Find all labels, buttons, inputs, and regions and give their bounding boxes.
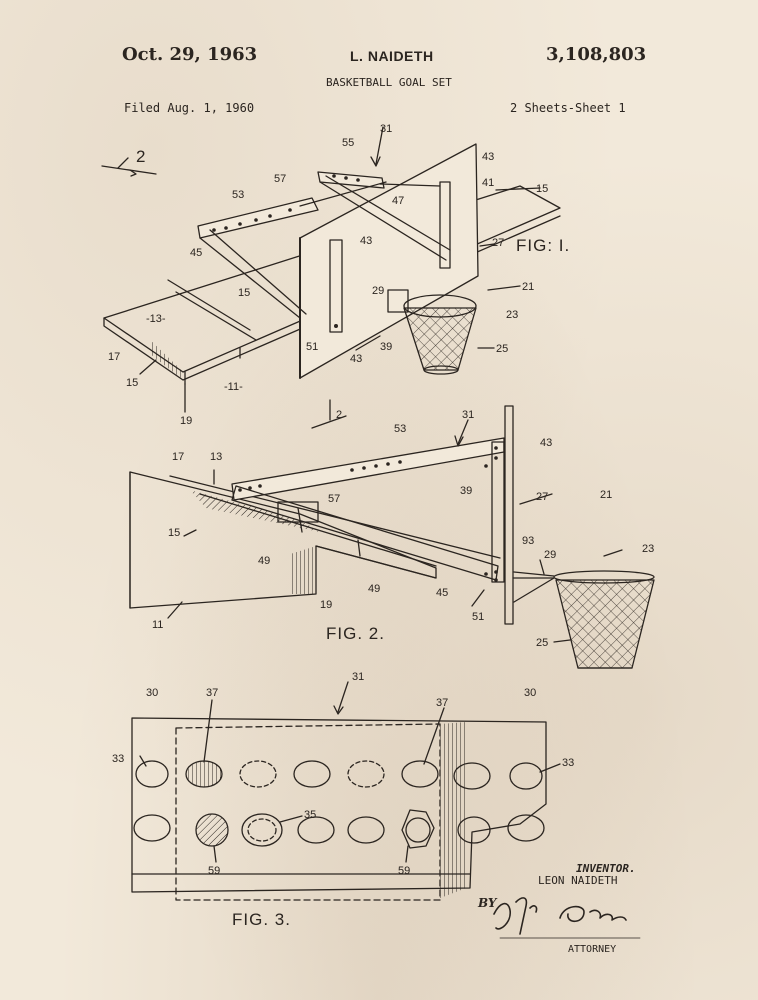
inventor-header: L. NAIDETH xyxy=(350,48,434,64)
ref-numeral: 43 xyxy=(360,235,372,247)
ref-numeral: 21 xyxy=(600,489,612,501)
figure-3-label: FIG. 3. xyxy=(232,910,291,929)
ref-numeral: 43 xyxy=(482,151,494,163)
ref-numeral: 33 xyxy=(562,757,574,769)
ref-numeral: 25 xyxy=(496,343,508,355)
ref-numeral: 27 xyxy=(492,237,504,249)
ref-numeral: 53 xyxy=(232,189,244,201)
section-mark: 2 xyxy=(336,409,342,421)
ref-numeral: 49 xyxy=(368,583,380,595)
ref-numeral: 30 xyxy=(524,687,536,699)
ref-numeral: 43 xyxy=(540,437,552,449)
ref-numeral: 57 xyxy=(328,493,340,505)
ref-numeral: 39 xyxy=(380,341,392,353)
ref-numeral: 51 xyxy=(472,611,484,623)
ref-numeral: 15 xyxy=(238,287,250,299)
ref-numeral: 93 xyxy=(522,535,534,547)
ref-numeral: 19 xyxy=(180,415,192,427)
ref-numeral: 35 xyxy=(304,809,316,821)
ref-numeral: 15 xyxy=(536,183,548,195)
patent-date: Oct. 29, 1963 xyxy=(122,44,258,65)
filed-date: Filed Aug. 1, 1960 xyxy=(124,101,255,115)
ref-numeral: 51 xyxy=(306,341,318,353)
ref-numeral: 57 xyxy=(274,173,286,185)
figure-2 xyxy=(129,405,655,669)
patent-number: 3,108,803 xyxy=(546,44,647,65)
ref-numeral: 17 xyxy=(108,351,120,363)
ref-numeral: 55 xyxy=(342,137,354,149)
ref-numeral: 19 xyxy=(320,599,332,611)
signature-block-art xyxy=(493,897,641,939)
ref-numeral: 59 xyxy=(398,865,410,877)
ref-numeral: 23 xyxy=(506,309,518,321)
ref-numeral: 45 xyxy=(190,247,202,259)
ref-numeral: 30 xyxy=(146,687,158,699)
ref-numeral: 43 xyxy=(350,353,362,365)
ref-numeral: 29 xyxy=(372,285,384,297)
ref-numeral: 39 xyxy=(460,485,472,497)
ref-numeral: 47 xyxy=(392,195,404,207)
ref-numeral: 31 xyxy=(462,409,474,421)
ref-numeral: 15 xyxy=(168,527,180,539)
inventor-label: INVENTOR. xyxy=(576,862,636,875)
ref-numeral: 25 xyxy=(536,637,548,649)
ref-numeral: 21 xyxy=(522,281,534,293)
ref-numeral: -11- xyxy=(224,381,243,393)
ref-numeral: 23 xyxy=(642,543,654,555)
ref-numeral: 33 xyxy=(112,753,124,765)
figure-1: 2 2 xyxy=(101,126,561,429)
figure-3 xyxy=(131,681,561,901)
by-label: BY xyxy=(478,896,497,910)
ref-numeral: 17 xyxy=(172,451,184,463)
attorney-label: ATTORNEY xyxy=(568,944,617,955)
ref-numeral: 45 xyxy=(436,587,448,599)
reference-numerals: 31 55 43 57 41 15 47 53 43 27 45 15 21 -… xyxy=(108,123,654,877)
ref-numeral: 31 xyxy=(352,671,364,683)
patent-title: BASKETBALL GOAL SET xyxy=(326,76,452,89)
sheet-count: 2 Sheets-Sheet 1 xyxy=(510,101,626,115)
figure-1-label: FIG: I. xyxy=(516,236,571,255)
ref-numeral: 27 xyxy=(536,491,548,503)
ref-numeral: 53 xyxy=(394,423,406,435)
ref-numeral: 37 xyxy=(436,697,448,709)
attorney-signature xyxy=(493,897,627,935)
ref-numeral: 29 xyxy=(544,549,556,561)
ref-numeral: 41 xyxy=(482,177,494,189)
section-mark: 2 xyxy=(136,147,145,166)
ref-numeral: 11 xyxy=(152,619,163,631)
ref-numeral: 37 xyxy=(206,687,218,699)
ref-numeral: 31 xyxy=(380,123,392,135)
ref-numeral: -13- xyxy=(146,313,166,325)
inventor-name: LEON NAIDETH xyxy=(538,874,618,887)
ref-numeral: 15 xyxy=(126,377,138,389)
ref-numeral: 59 xyxy=(208,865,220,877)
ref-numeral: 13 xyxy=(210,451,222,463)
ref-numeral: 49 xyxy=(258,555,270,567)
figure-2-label: FIG. 2. xyxy=(326,624,385,643)
